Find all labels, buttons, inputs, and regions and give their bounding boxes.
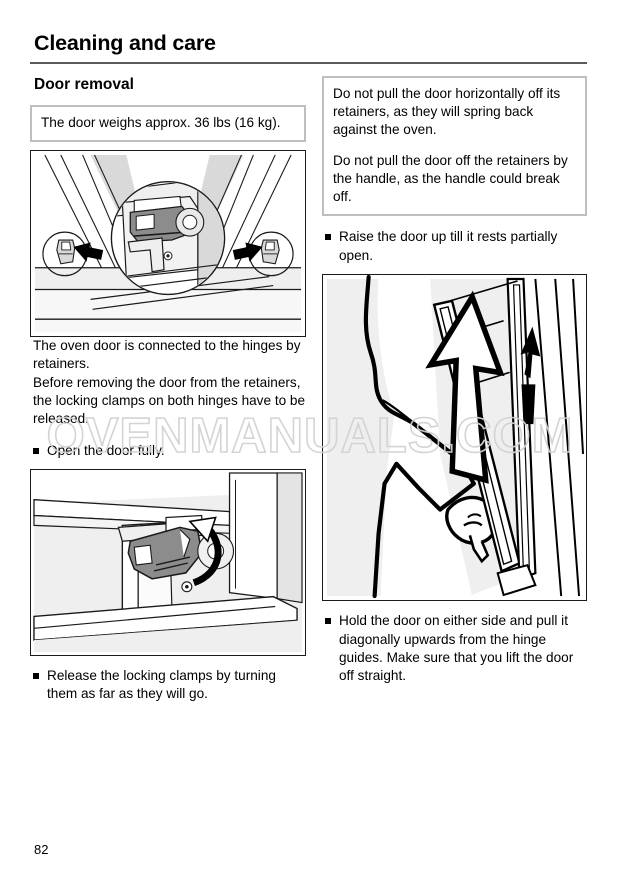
bullet-square-icon [33,673,39,680]
figure-locking-clamp [30,469,306,657]
door-weight-note-text: The door weighs approx. 36 lbs (16 kg). [41,115,281,130]
bullet-raise-door: Raise the door up till it rests partiall… [322,228,587,265]
section-title-door-removal: Door removal [34,76,134,93]
bullet-release-clamps: Release the locking clamps by turning th… [30,667,306,704]
bullet-square-icon [325,618,331,625]
bullet-open-door-text: Open the door fully. [47,442,165,458]
door-weight-note-box: The door weighs approx. 36 lbs (16 kg). [30,105,306,143]
right-column: Do not pull the door horizontally off it… [322,76,587,686]
page-header-title: Cleaning and care [34,31,216,55]
figure-lift-door [322,274,587,602]
bullet-open-door: Open the door fully. [30,442,306,460]
paragraph-body-text: The oven door is connected to the hinges… [33,338,306,427]
door-removal-warning-box: Do not pull the door horizontally off it… [322,76,587,217]
warning-paragraph-2: Do not pull the door off the retainers b… [333,153,568,205]
bullet-hold-door-text: Hold the door on either side and pull it… [339,613,574,684]
warning-paragraph-1: Do not pull the door horizontally off it… [333,86,561,138]
bullet-raise-door-text: Raise the door up till it rests partiall… [339,229,558,263]
figure-hinge-retainers [30,150,306,338]
bullet-square-icon [33,447,39,454]
bullet-release-clamps-text: Release the locking clamps by turning th… [47,668,276,702]
door-removal-paragraph-body: The oven door is connected to the hinges… [33,337,306,429]
bullet-square-icon [325,234,331,241]
left-column: Door removal The door weighs approx. 36 … [30,76,306,704]
header-divider [30,62,587,64]
footer-page-number: 82 [34,842,49,857]
bullet-hold-door: Hold the door on either side and pull it… [322,612,587,685]
